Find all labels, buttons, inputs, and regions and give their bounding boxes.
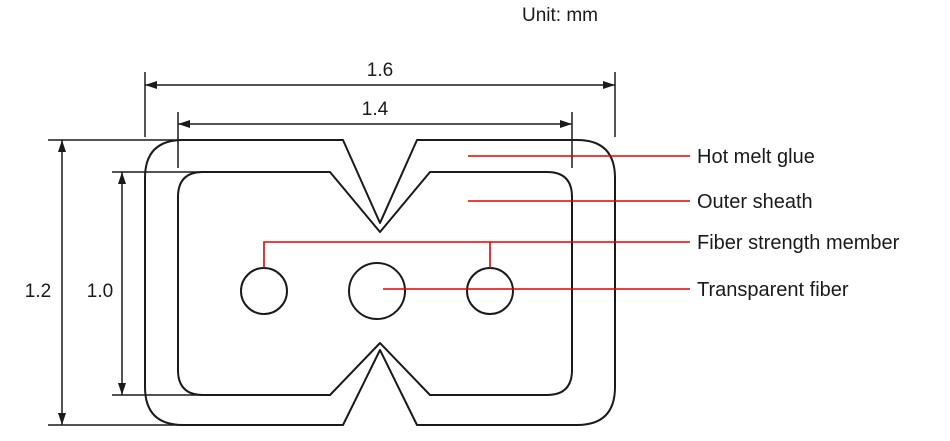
dim-value-outer-height: 1.2 xyxy=(25,281,51,302)
inner-outline xyxy=(177,171,573,396)
cable-outlines xyxy=(144,139,616,426)
unit-label: Unit: mm xyxy=(522,5,598,26)
callout-leaders xyxy=(263,155,690,290)
dimension-lines xyxy=(48,72,616,426)
dim-value-inner-height: 1.0 xyxy=(87,281,113,302)
left-strength-member-circle xyxy=(240,267,288,315)
dim-value-outer-width: 1.6 xyxy=(367,60,393,81)
dim-value-inner-width: 1.4 xyxy=(362,99,389,120)
right-strength-member-circle xyxy=(466,267,514,315)
transparent-fiber-circle xyxy=(348,262,406,320)
transparent-fiber-label: Transparent fiber xyxy=(697,279,849,301)
hot-melt-glue-label: Hot melt glue xyxy=(697,146,815,168)
outer-sheath-label: Outer sheath xyxy=(697,191,813,213)
outer-outline xyxy=(144,139,616,426)
fiber-strength-member-label: Fiber strength member xyxy=(697,232,900,254)
fiber-strength-member-leader xyxy=(263,241,690,268)
